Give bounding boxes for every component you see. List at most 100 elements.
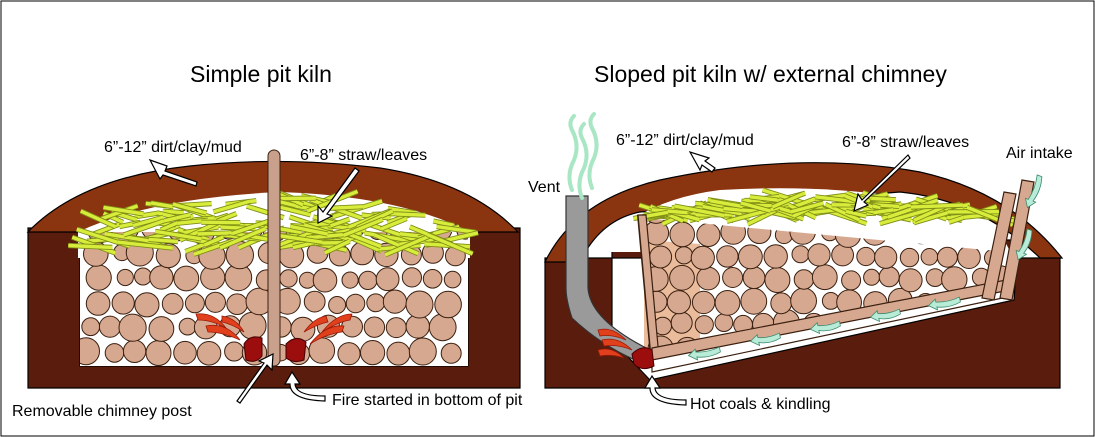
straw-stick-fill — [272, 232, 323, 244]
air-arrow — [1024, 174, 1043, 209]
straw-stick-fill — [790, 201, 824, 214]
pot — [122, 339, 147, 363]
straw-stick-fill — [324, 239, 351, 255]
arrow-straw-right — [853, 154, 911, 213]
pot — [674, 246, 694, 265]
arrow-fire — [283, 370, 326, 402]
pot — [328, 296, 347, 314]
title-simple-pit-kiln: Simple pit kiln — [190, 61, 332, 87]
pot — [694, 315, 714, 335]
straw-stick-fill — [231, 218, 274, 236]
flame — [601, 338, 633, 351]
straw-stick-fill — [80, 209, 117, 229]
pot — [714, 313, 734, 333]
air-arrow-shape — [749, 332, 781, 347]
smoke-wisp — [577, 122, 589, 200]
pot — [303, 290, 326, 313]
title-sloped-pit-kiln: Sloped pit kiln w/ external chimney — [594, 61, 947, 87]
straw-stick-fill — [328, 205, 363, 210]
straw-stick-fill — [380, 216, 408, 231]
pot — [341, 271, 359, 289]
arrow-hot-coals — [643, 374, 687, 406]
flame — [303, 315, 329, 333]
pot — [173, 265, 200, 292]
label-straw-left: 6”-8” straw/leaves — [300, 147, 427, 164]
label-fire: Fire started in bottom of pit — [332, 392, 523, 409]
pot — [899, 247, 920, 268]
pot — [898, 268, 923, 293]
straw-stick-fill — [845, 209, 867, 218]
pot — [742, 266, 766, 290]
straw-stick-fill — [184, 242, 206, 254]
pot — [763, 244, 788, 269]
pot — [173, 340, 197, 365]
arrow-straw-left — [317, 167, 360, 224]
straw-stick-fill — [154, 229, 202, 241]
sloped-pit-kiln — [544, 112, 1064, 389]
pot — [790, 287, 817, 315]
pot — [118, 313, 147, 342]
pot — [134, 267, 152, 286]
straw-stick-fill — [103, 205, 144, 216]
straw-stick-fill — [740, 201, 771, 213]
straw-stick-fill — [426, 232, 474, 256]
straw-stick-fill — [824, 202, 861, 222]
straw-stick-fill — [910, 203, 963, 209]
smoke-wisp — [587, 112, 599, 190]
pot — [811, 264, 838, 291]
simple-pit-kiln — [26, 149, 521, 389]
straw-stick-fill — [873, 208, 894, 215]
straw-stick-fill — [879, 206, 934, 226]
pot — [807, 243, 831, 267]
label-vent: Vent — [528, 179, 561, 196]
pot — [791, 245, 810, 264]
pot — [669, 264, 695, 291]
pot — [204, 291, 226, 313]
pot — [716, 245, 739, 268]
straw-stick-fill — [160, 214, 194, 232]
pot — [279, 269, 298, 288]
fire-left — [195, 313, 353, 363]
coals-right — [631, 347, 655, 370]
pot — [116, 268, 134, 287]
straw-stick-fill — [162, 209, 184, 215]
straw-stick-fill — [134, 211, 159, 219]
pot — [405, 290, 434, 319]
pot — [161, 292, 184, 315]
pot — [878, 266, 900, 288]
pot — [696, 222, 721, 247]
air-arrow-shape — [1015, 228, 1033, 261]
label-straw-right: 6”-8” straw/leaves — [842, 134, 969, 151]
pot — [957, 245, 981, 270]
pot — [80, 337, 100, 366]
straw-stick-fill — [68, 243, 113, 250]
pot — [841, 270, 862, 291]
label-dirt-left: 6”-12” dirt/clay/mud — [104, 139, 242, 156]
coals-left-2 — [285, 338, 307, 363]
pot — [149, 265, 174, 290]
pot — [874, 245, 898, 269]
vent-smoke — [567, 112, 599, 200]
air-arrow — [809, 320, 841, 335]
straw-stick-fill — [203, 235, 224, 247]
pot — [226, 293, 248, 316]
label-dirt-right: 6”-12” dirt/clay/mud — [616, 132, 754, 149]
straw-stick-fill — [342, 217, 384, 237]
straw-stick-fill — [104, 232, 149, 243]
straw-stick-fill — [871, 196, 896, 202]
flame — [597, 328, 627, 341]
pot — [443, 270, 462, 289]
pot — [385, 317, 407, 339]
air-arrow-shape — [1024, 174, 1043, 209]
external-chimney — [565, 195, 651, 367]
label-chimney-post: Removable chimney post — [12, 403, 192, 420]
pot — [920, 247, 939, 266]
pot — [196, 341, 222, 366]
pot — [863, 268, 881, 286]
pot — [358, 270, 378, 290]
smoke-wisp — [567, 114, 579, 192]
pot — [434, 290, 462, 319]
pot — [714, 290, 741, 316]
flame — [309, 325, 345, 345]
pot — [81, 317, 101, 337]
